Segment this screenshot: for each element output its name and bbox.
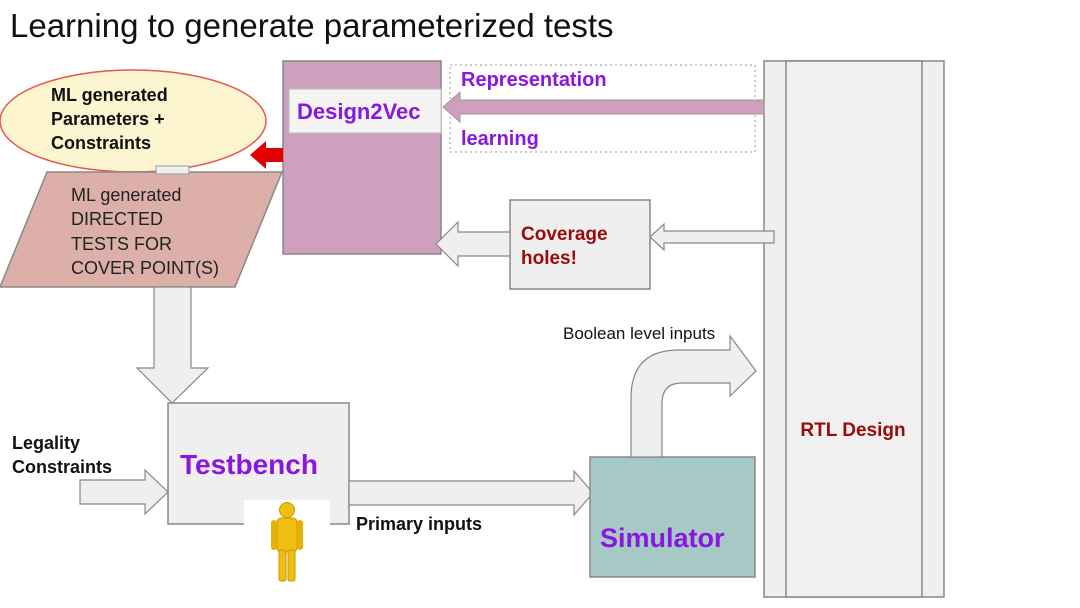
coverage-box <box>509 199 651 290</box>
red-arrow <box>250 141 283 169</box>
directed-tests-line4: COVER POINT(S) <box>71 258 219 278</box>
person-left-arm <box>271 520 277 550</box>
slide-title: Learning to generate parameterized tests <box>10 7 614 44</box>
ml-params-line1: ML generated <box>51 85 168 105</box>
simulator-node: Simulator <box>589 456 756 578</box>
ml-params-node: ML generated Parameters + Constraints <box>0 69 267 173</box>
directed-tests-shape <box>0 171 284 288</box>
boolean-inputs-label: Boolean level inputs <box>563 324 715 343</box>
tests-to-testbench-arrow <box>135 286 210 404</box>
directed-tests-line3: TESTS FOR <box>71 234 172 254</box>
design2vec-node: Design2Vec <box>282 60 442 255</box>
coverage-line1: Coverage <box>521 224 608 245</box>
representation-label: Representation <box>461 69 607 91</box>
design2vec-label-box <box>288 88 442 134</box>
learning-label: learning <box>461 128 539 150</box>
legality-arrow <box>79 468 169 516</box>
rtl-inner <box>785 60 923 598</box>
boolean-inputs-arrow <box>630 334 757 458</box>
design2vec-label: Design2Vec <box>297 99 421 124</box>
rtl-design-node: RTL Design <box>763 60 945 598</box>
simulator-box <box>589 456 756 578</box>
person-icon <box>244 500 330 588</box>
legality-line2: Constraints <box>12 457 112 477</box>
coverage-to-design2vec-arrow <box>435 220 511 268</box>
person-head <box>279 502 295 518</box>
primary-inputs-label: Primary inputs <box>356 514 482 534</box>
directed-tests-line1: ML generated <box>71 185 181 205</box>
coverage-line2: holes! <box>521 248 577 269</box>
simulator-label: Simulator <box>600 523 725 553</box>
rtl-label: RTL Design <box>800 420 905 441</box>
person-torso <box>276 517 298 553</box>
person-right-leg <box>287 549 296 582</box>
ml-params-line3: Constraints <box>51 133 151 153</box>
representation-arrow <box>442 90 765 124</box>
oval-connector <box>155 165 190 175</box>
testbench-label: Testbench <box>180 449 318 480</box>
person-right-arm <box>297 520 303 550</box>
directed-tests-line2: DIRECTED <box>71 209 163 229</box>
primary-inputs-arrow <box>348 469 594 517</box>
legality-line1: Legality <box>12 433 80 453</box>
coverage-holes-node: Coverage holes! <box>509 199 651 290</box>
ml-params-line2: Parameters + <box>51 109 165 129</box>
person-left-leg <box>278 549 287 582</box>
rtl-to-coverage-arrow <box>649 222 775 252</box>
directed-tests-node: ML generated DIRECTED TESTS FOR COVER PO… <box>0 165 284 288</box>
